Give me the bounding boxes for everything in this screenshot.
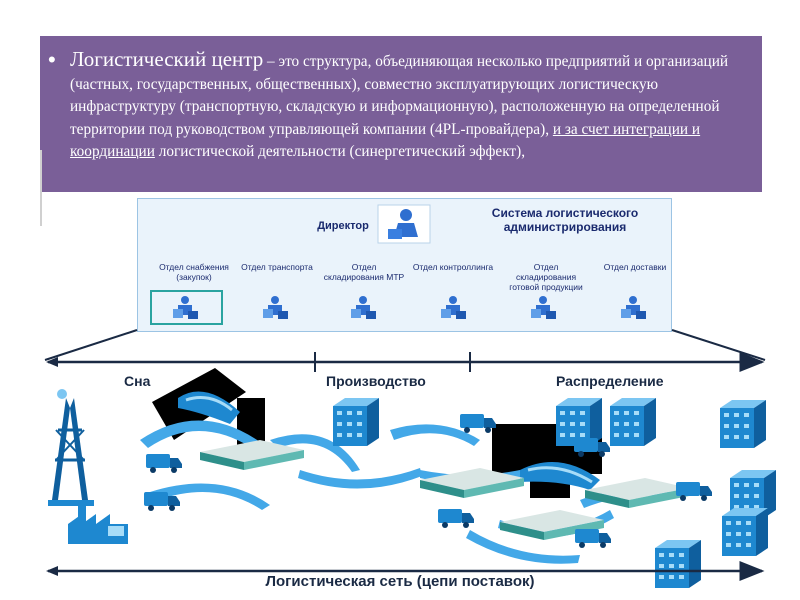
truck-icon-2	[146, 454, 182, 473]
director-label: Директор	[317, 220, 369, 232]
system-title: Система логистического администрирования	[491, 206, 639, 234]
truck-icon-3	[460, 414, 496, 433]
left-rule	[40, 150, 42, 226]
dept-label-controlling: Отдел контроллинга	[412, 262, 494, 272]
connector-right	[671, 329, 766, 361]
train-icon-right	[520, 462, 600, 490]
stage-label-supply: Сна	[124, 373, 151, 389]
definition-underlined: и за счет интеграции и координации	[70, 120, 701, 161]
transport-worker-icon	[263, 296, 288, 319]
definition-text-1: – это структура, объединяющая несколько …	[70, 53, 729, 138]
connector-left	[44, 329, 138, 361]
definition-term: Логистический центр	[70, 47, 264, 71]
bullet-icon: •	[48, 47, 56, 72]
distribution-building-icon-2	[610, 398, 656, 446]
distribution-building-icon-5	[722, 508, 768, 556]
dept-label-delivery: Отдел доставки	[603, 262, 667, 272]
dept-label-storage-mtr: Отдел складирования МТР	[323, 262, 405, 282]
factory-icon	[68, 504, 128, 544]
definition-text-2: логистической деятельности (синергетичес…	[154, 143, 526, 161]
dept-label-storage-products: Отдел складирования готовой продукции	[509, 262, 583, 292]
director-icon	[377, 204, 431, 244]
delivery-worker-icon	[621, 296, 646, 319]
dept-label-supply: Отдел снабжения (закупок)	[159, 262, 229, 282]
distribution-building-icon-3	[720, 400, 766, 448]
dept-highlight-box	[150, 290, 223, 325]
stage-label-production: Производство	[326, 373, 426, 389]
definition-text: Логистический центр – это структура, объ…	[70, 48, 750, 164]
truck-icon-4	[438, 509, 474, 528]
network-label: Логистическая сеть (цепи поставок)	[265, 573, 535, 590]
definition-box: • Логистический центр – это структура, о…	[40, 36, 762, 192]
train-icon-left	[178, 391, 240, 424]
truck-icon-6	[676, 482, 712, 501]
production-building-icon	[333, 398, 379, 446]
storage-mtr-worker-icon	[351, 296, 376, 319]
controlling-worker-icon	[441, 296, 466, 319]
dept-label-transport: Отдел транспорта	[241, 262, 313, 272]
storage-products-worker-icon	[531, 296, 556, 319]
warehouse-icon-3	[585, 478, 689, 508]
oil-derrick-icon	[48, 389, 94, 506]
truck-icon-5	[575, 529, 611, 548]
supply-worker-icon	[173, 296, 198, 319]
stage-label-distribution: Распределение	[556, 373, 664, 389]
